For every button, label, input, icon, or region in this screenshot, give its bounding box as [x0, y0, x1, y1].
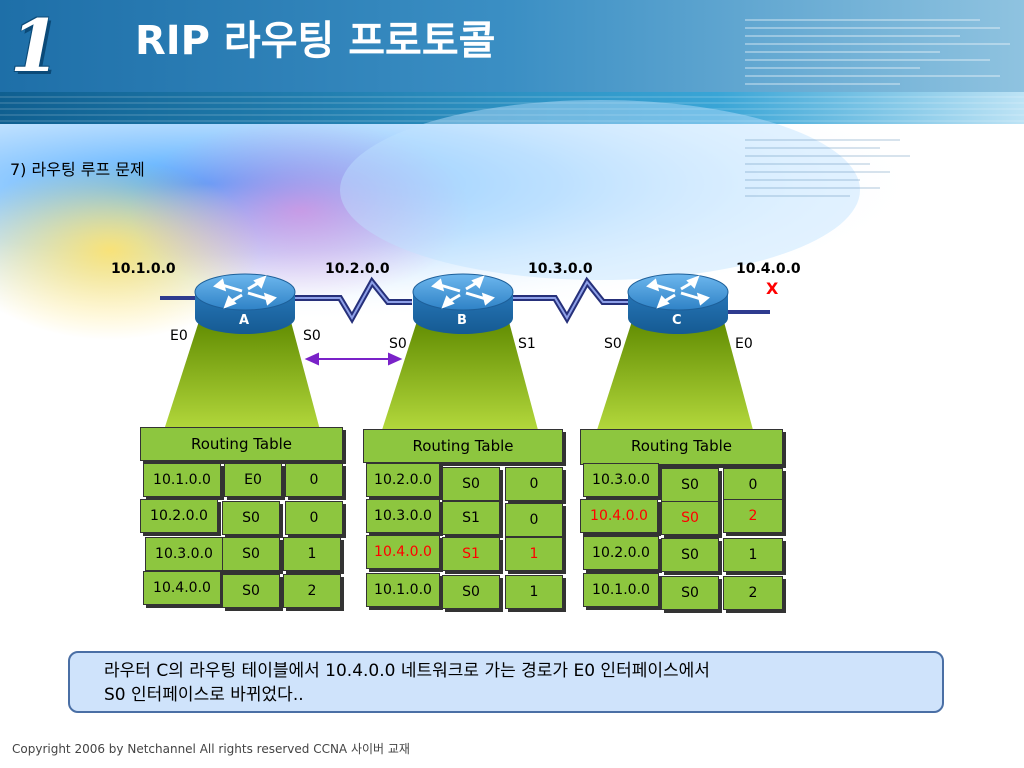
network-label-10-1: 10.1.0.0 — [111, 261, 176, 277]
table-c-row1-hops: 0 — [723, 468, 783, 502]
table-c-row3-interface: S0 — [661, 538, 719, 572]
table-a-row2-hops: 0 — [285, 501, 343, 535]
table-a-row4-interface: S0 — [222, 574, 280, 608]
router-c-e0-label: E0 — [735, 336, 753, 352]
note-line-2: S0 인터페이스로 바뀌었다.. — [104, 685, 304, 705]
router-a-cone — [164, 318, 320, 430]
table-a-row1-hops: 0 — [285, 463, 343, 497]
table-b-row4-interface: S0 — [442, 575, 500, 609]
table-c-row4-interface: S0 — [661, 576, 719, 610]
table-a-row1-interface: E0 — [224, 463, 282, 497]
table-a-row4-hops: 2 — [283, 574, 341, 608]
section-subtitle: 7) 라우팅 루프 문제 — [10, 160, 145, 179]
update-exchange-arrow — [304, 352, 403, 366]
router-a-e0-label: E0 — [170, 328, 188, 344]
router-c-s0-label: S0 — [604, 336, 622, 352]
note-line-1: 라우터 C의 라우팅 테이블에서 10.4.0.0 네트워크로 가는 경로가 E… — [104, 661, 710, 681]
table-c-row1-interface: S0 — [661, 468, 719, 502]
table-b-row4-network: 10.1.0.0 — [366, 573, 440, 607]
network-label-10-4: 10.4.0.0 — [736, 261, 801, 277]
table-a-row3-interface: S0 — [222, 537, 280, 571]
table-a-row2-network: 10.2.0.0 — [140, 499, 218, 533]
table-c-row1-network: 10.3.0.0 — [583, 463, 659, 497]
table-c-row3-hops: 1 — [723, 538, 783, 572]
router-c-icon — [627, 273, 729, 334]
network-label-10-3: 10.3.0.0 — [528, 261, 593, 277]
router-a-icon — [194, 273, 296, 334]
routing-table-c-header: Routing Table — [580, 429, 783, 465]
table-b-row2-hops: 0 — [505, 503, 563, 537]
serial-link-10-2 — [290, 276, 412, 324]
table-b-row3-network: 10.4.0.0 — [366, 535, 440, 569]
router-b-s1-label: S1 — [518, 336, 536, 352]
routing-table-b-header: Routing Table — [363, 429, 563, 463]
router-c-cone — [597, 318, 753, 430]
table-b-row2-interface: S1 — [442, 501, 500, 535]
table-b-row1-hops: 0 — [505, 467, 563, 501]
table-b-row3-interface: S1 — [442, 537, 500, 571]
explanation-note: 라우터 C의 라우팅 테이블에서 10.4.0.0 네트워크로 가는 경로가 E… — [68, 651, 944, 713]
copyright-footer: Copyright 2006 by Netchannel All rights … — [12, 742, 410, 756]
table-c-row2-hops: 2 — [723, 499, 783, 533]
table-b-row1-network: 10.2.0.0 — [366, 463, 440, 497]
table-c-row2-interface: S0 — [661, 501, 719, 535]
table-c-row3-network: 10.2.0.0 — [583, 536, 659, 570]
router-b-cone — [382, 318, 538, 430]
table-c-row2-network: 10.4.0.0 — [580, 499, 658, 533]
router-b-s0-label: S0 — [389, 336, 407, 352]
table-c-row4-network: 10.1.0.0 — [583, 573, 659, 607]
table-b-row3-hops: 1 — [505, 537, 563, 571]
router-b-icon — [412, 273, 514, 334]
slide-number: 1 — [10, 3, 61, 88]
table-c-row4-hops: 2 — [723, 576, 783, 610]
table-b-row1-interface: S0 — [442, 467, 500, 501]
table-a-row2-interface: S0 — [222, 501, 280, 535]
router-a-label: A — [239, 313, 250, 328]
table-a-row3-network: 10.3.0.0 — [145, 537, 223, 571]
table-b-row4-hops: 1 — [505, 575, 563, 609]
routing-table-a-header: Routing Table — [140, 427, 343, 461]
serial-link-10-3 — [508, 276, 630, 324]
table-a-row4-network: 10.4.0.0 — [143, 571, 221, 605]
table-a-row3-hops: 1 — [283, 537, 341, 571]
network-label-10-2: 10.2.0.0 — [325, 261, 390, 277]
link-failure-mark: X — [766, 279, 779, 298]
table-b-row2-network: 10.3.0.0 — [366, 499, 440, 533]
table-a-row1-network: 10.1.0.0 — [143, 463, 221, 497]
router-a-s0-label: S0 — [303, 328, 321, 344]
page-title: RIP 라우팅 프로토콜 — [135, 18, 496, 64]
router-c-label: C — [672, 313, 682, 328]
router-b-label: B — [457, 313, 467, 328]
